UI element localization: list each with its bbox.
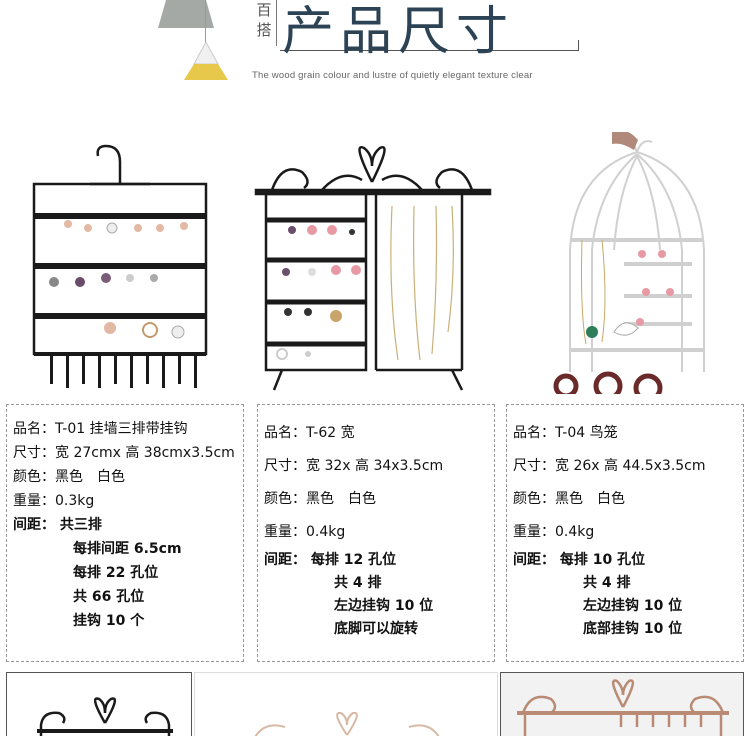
spec-spacing: 间距： 每排 10 孔位 [513, 549, 737, 572]
spec-spacing-line: 共 4 排 [583, 575, 631, 591]
spec-spacing-line: 共 66 孔位 [73, 589, 145, 605]
spec-weight: 重量：0.4kg [513, 524, 595, 540]
title-frame [280, 40, 579, 51]
spec-spacing-line: 底脚可以旋转 [334, 621, 418, 637]
spec-color: 颜色：黑色 白色 [264, 491, 376, 507]
spec-spacing-line: 每排间距 6.5cm [73, 541, 182, 557]
spec-spacing-line: 共 4 排 [334, 575, 382, 591]
spec-weight: 重量：0.3kg [13, 493, 95, 509]
spec-spacing-line: 底部挂钩 10 位 [583, 621, 683, 637]
bottom-photo-black-rack [6, 672, 192, 736]
spec-name: 品名：T-01 挂墙三排带挂钩 [13, 421, 188, 437]
spec-spacing-first: 每排 10 孔位 [559, 552, 646, 568]
header-banner: 百 搭 产品尺寸 The wood grain colour and lustr… [0, 0, 750, 100]
spec-spacing-line: 挂钩 10 个 [73, 613, 145, 629]
bottom-photo-copper-rack [500, 672, 744, 736]
pendant-lamp-yellow-icon [184, 42, 228, 80]
product-photo-t01 [32, 144, 208, 388]
spec-name: 品名：T-04 鸟笼 [513, 425, 618, 441]
spec-card-t62: 品名：T-62 宽 尺寸：宽 32x 高 34x3.5cm 颜色：黑色 白色 重… [257, 404, 495, 662]
spec-spacing-label: 间距： [264, 552, 306, 568]
pendant-lamp-gray-icon [158, 0, 214, 28]
spec-spacing-first: 共三排 [59, 517, 102, 533]
spec-spacing-line: 左边挂钩 10 位 [583, 598, 683, 614]
spec-spacing-label: 间距： [13, 517, 55, 533]
lamp-cord [205, 0, 206, 44]
spec-name: 品名：T-62 宽 [264, 425, 355, 441]
spec-spacing: 间距： 每排 12 孔位 [264, 549, 488, 572]
copper-rack-top-icon [517, 679, 729, 736]
product-photo-t04 [553, 132, 705, 394]
bottom-photo-rose-gold-rack [194, 672, 498, 736]
spec-size: 尺寸：宽 32x 高 34x3.5cm [264, 458, 444, 474]
black-rack-top-icon [37, 697, 173, 736]
tag-char: 搭 [256, 21, 272, 39]
page-title: 产品尺寸 [282, 2, 515, 62]
spec-color: 颜色：黑色 白色 [513, 491, 625, 507]
spec-spacing: 间距： 共三排 [13, 513, 237, 537]
tag-char: 百 [256, 1, 272, 19]
spec-color: 颜色：黑色 白色 [13, 469, 125, 485]
spec-size: 尺寸：宽 27cmx 高 38cmx3.5cm [13, 445, 235, 461]
page-subtitle: The wood grain colour and lustre of quie… [252, 70, 533, 81]
spec-card-t04: 品名：T-04 鸟笼 尺寸：宽 26x 高 44.5x3.5cm 颜色：黑色 白… [506, 404, 744, 662]
spec-spacing-line: 左边挂钩 10 位 [334, 598, 434, 614]
spec-spacing-first: 每排 12 孔位 [310, 552, 397, 568]
spec-spacing-label: 间距： [513, 552, 555, 568]
spec-size: 尺寸：宽 26x 高 44.5x3.5cm [513, 458, 706, 474]
spec-card-t01: 品名：T-01 挂墙三排带挂钩 尺寸：宽 27cmx 高 38cmx3.5cm … [6, 404, 244, 662]
rose-gold-rack-top-icon [254, 711, 440, 736]
product-photo-t62 [254, 145, 492, 391]
spec-spacing-line: 每排 22 孔位 [73, 565, 159, 581]
tag-box: 百 搭 [252, 0, 277, 46]
spec-weight: 重量：0.4kg [264, 524, 346, 540]
